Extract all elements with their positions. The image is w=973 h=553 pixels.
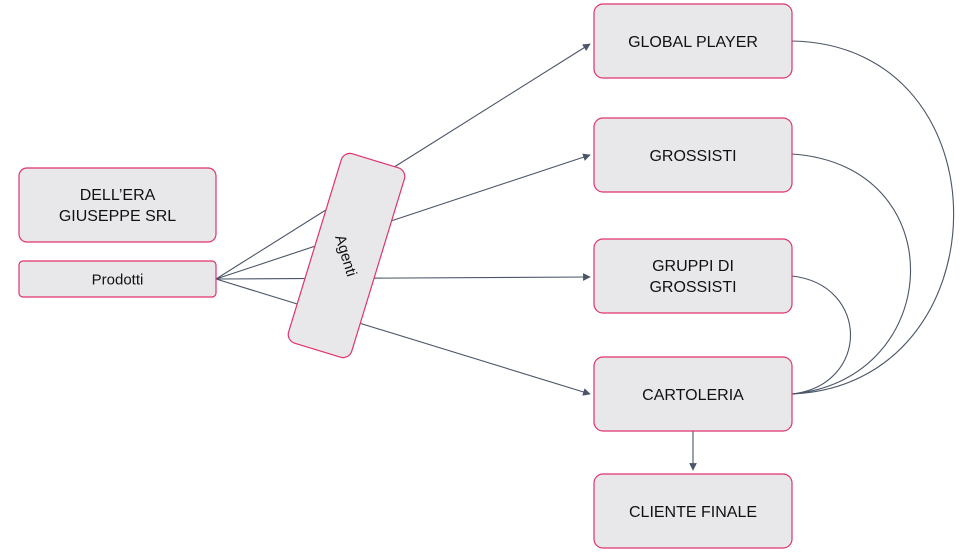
edge-prodotti-global-player (215, 43, 591, 280)
cliente-finale-box: CLIENTE FINALE (593, 473, 793, 549)
grossisti-label: GROSSISTI (649, 148, 736, 165)
curve-grossisti-cartoleria (791, 153, 912, 395)
gruppi-label-line1: GRUPPI DI (652, 258, 734, 275)
cartoleria-label: CARTOLERIA (642, 387, 744, 404)
grossisti-box: GROSSISTI (593, 117, 793, 193)
products-label: Prodotti (92, 272, 144, 289)
gruppi-di-grossisti-box: GRUPPI DI GROSSISTI (593, 238, 793, 314)
company-name-line1: DELL’ERA (80, 187, 156, 204)
company-name-line2: GIUSEPPE SRL (59, 208, 176, 225)
agents-box: Agenti (287, 152, 406, 359)
cliente-finale-label: CLIENTE FINALE (629, 504, 757, 521)
curve-gruppi-cartoleria (791, 275, 851, 395)
connectors (215, 40, 955, 471)
products-box: Prodotti (18, 260, 217, 298)
cartoleria-box: CARTOLERIA (593, 356, 793, 432)
company-box: DELL’ERA GIUSEPPE SRL (18, 167, 217, 243)
gruppi-label-line2: GROSSISTI (649, 279, 736, 296)
edge-prodotti-gruppi-di-grossisti (215, 273, 591, 281)
curve-global-player-cartoleria (791, 40, 955, 395)
edge-prodotti-grossisti (215, 153, 591, 280)
edge-prodotti-cartoleria (215, 278, 591, 396)
global-player-box: GLOBAL PLAYER (593, 3, 793, 79)
global-player-label: GLOBAL PLAYER (628, 34, 758, 51)
